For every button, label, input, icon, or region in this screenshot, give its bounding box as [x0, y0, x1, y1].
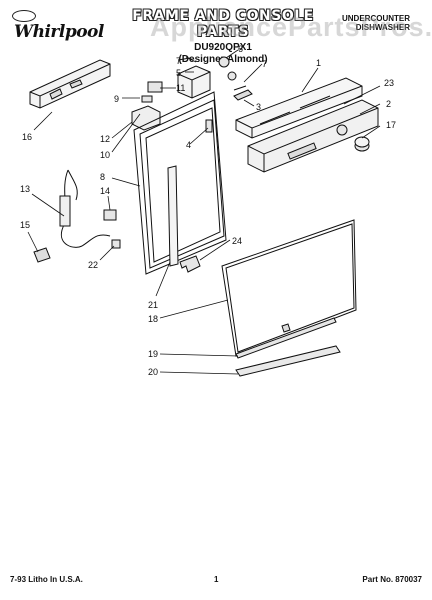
- part-14-connector: [103, 209, 117, 221]
- part-22-clip: [111, 239, 121, 249]
- callout-21: 21: [148, 300, 158, 310]
- part-5-switch-bracket: [177, 65, 211, 99]
- callout-7-top: 7: [176, 56, 181, 66]
- callout-1: 1: [316, 58, 321, 68]
- part-12-latch-housing: [131, 105, 161, 131]
- callout-15: 15: [20, 220, 30, 230]
- part-16-control-module: [29, 59, 111, 109]
- part-13-wire-harness: [59, 169, 111, 248]
- page-title: FRAME AND CONSOLE PARTS: [132, 8, 314, 40]
- leader-lines: [27, 49, 381, 375]
- part-number: Part No. 870037: [362, 575, 422, 584]
- callout-7-right: 7: [262, 59, 267, 69]
- product-type: UNDERCOUNTER DISHWASHER: [342, 14, 410, 32]
- callout-23: 23: [384, 78, 394, 88]
- callout-2: 2: [386, 99, 391, 109]
- whirlpool-swirl-icon: [12, 10, 36, 22]
- watermark: AppliancePartsPros.com: [150, 12, 432, 42]
- callout-8: 8: [100, 172, 105, 182]
- part-15-terminal: [33, 247, 51, 263]
- part-8-door-frame: [133, 91, 227, 275]
- callout-5: 5: [176, 68, 181, 78]
- product-type-line2: DISHWASHER: [355, 23, 410, 32]
- whirlpool-logo: Whirlpool: [12, 10, 112, 44]
- callout-13: 13: [20, 184, 30, 194]
- part-4-latch-strike: [205, 119, 213, 133]
- callout-6: 6: [238, 44, 243, 54]
- callout-4: 4: [186, 140, 191, 150]
- callout-18: 18: [148, 314, 158, 324]
- callout-11: 11: [176, 83, 185, 93]
- product-type-line1: UNDERCOUNTER: [342, 14, 410, 23]
- footer-litho: 7-93 Litho In U.S.A.: [10, 575, 83, 584]
- part-9-latch-spring: [141, 95, 153, 103]
- callout-19: 19: [148, 349, 158, 359]
- part-6-knob-actuator: [218, 56, 237, 81]
- part-24-hinge: [179, 255, 201, 273]
- callout-labels: 16 7 5 6 7 9 11 12 10 3 1 23 2 17 4 8 13…: [20, 44, 396, 377]
- callout-12: 12: [100, 134, 110, 144]
- callout-22: 22: [88, 260, 98, 270]
- part-20-toe-kick: [235, 345, 341, 377]
- part-2-console-trim: [247, 99, 379, 173]
- part-1-console: [235, 77, 363, 139]
- callout-3: 3: [256, 102, 261, 112]
- callout-10: 10: [100, 150, 110, 160]
- callout-14: 14: [100, 186, 110, 196]
- callout-17: 17: [386, 120, 396, 130]
- callout-20: 20: [148, 367, 158, 377]
- part-17-knob: [354, 136, 370, 152]
- callout-16: 16: [22, 132, 32, 142]
- callout-24: 24: [232, 236, 242, 246]
- part-19-door-strip: [235, 317, 337, 359]
- part-3-bracket: [233, 89, 253, 101]
- model-number: DU920QPX1: [194, 42, 252, 53]
- page-number: 1: [214, 575, 219, 584]
- callout-9: 9: [114, 94, 119, 104]
- part-21-side-trim: [167, 165, 179, 267]
- part-11-switch: [147, 81, 163, 93]
- brand-name: Whirlpool: [14, 22, 104, 42]
